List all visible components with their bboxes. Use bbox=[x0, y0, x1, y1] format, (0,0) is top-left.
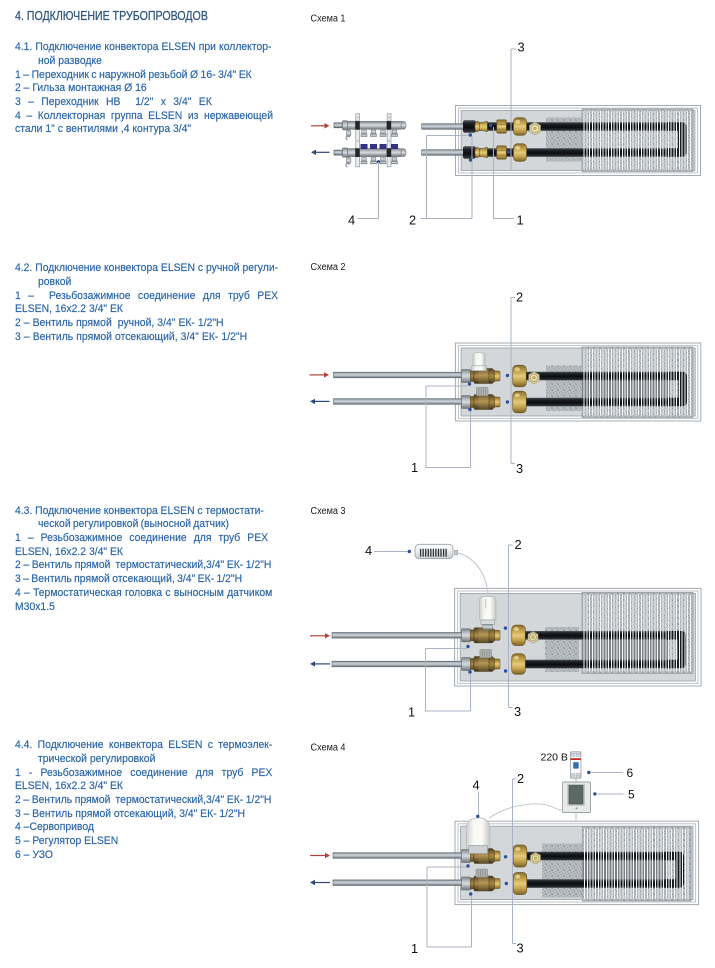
svg-text:1: 1 bbox=[411, 460, 418, 475]
svg-text:2: 2 bbox=[409, 213, 416, 228]
svg-text:1: 1 bbox=[411, 941, 418, 956]
svg-text:4: 4 bbox=[365, 543, 372, 558]
svg-text:2: 2 bbox=[517, 771, 524, 786]
svg-text:220 В: 220 В bbox=[541, 752, 568, 764]
svg-text:4: 4 bbox=[473, 778, 480, 793]
svg-text:2: 2 bbox=[516, 290, 523, 305]
svg-text:6: 6 bbox=[627, 766, 634, 780]
svg-text:Схема 4: Схема 4 bbox=[311, 743, 346, 754]
svg-text:1: 1 bbox=[408, 705, 415, 720]
svg-text:1: 1 bbox=[517, 213, 524, 228]
svg-text:Схема 1: Схема 1 bbox=[311, 13, 346, 24]
svg-text:Схема 3: Схема 3 bbox=[311, 506, 346, 517]
svg-text:5: 5 bbox=[628, 788, 635, 802]
svg-text:Схема 2: Схема 2 bbox=[311, 262, 346, 273]
svg-text:4: 4 bbox=[348, 213, 355, 228]
svg-text:3: 3 bbox=[518, 40, 525, 55]
svg-text:3: 3 bbox=[514, 704, 521, 719]
svg-text:2: 2 bbox=[515, 537, 522, 552]
svg-text:3: 3 bbox=[516, 461, 523, 476]
svg-text:3: 3 bbox=[517, 941, 524, 956]
